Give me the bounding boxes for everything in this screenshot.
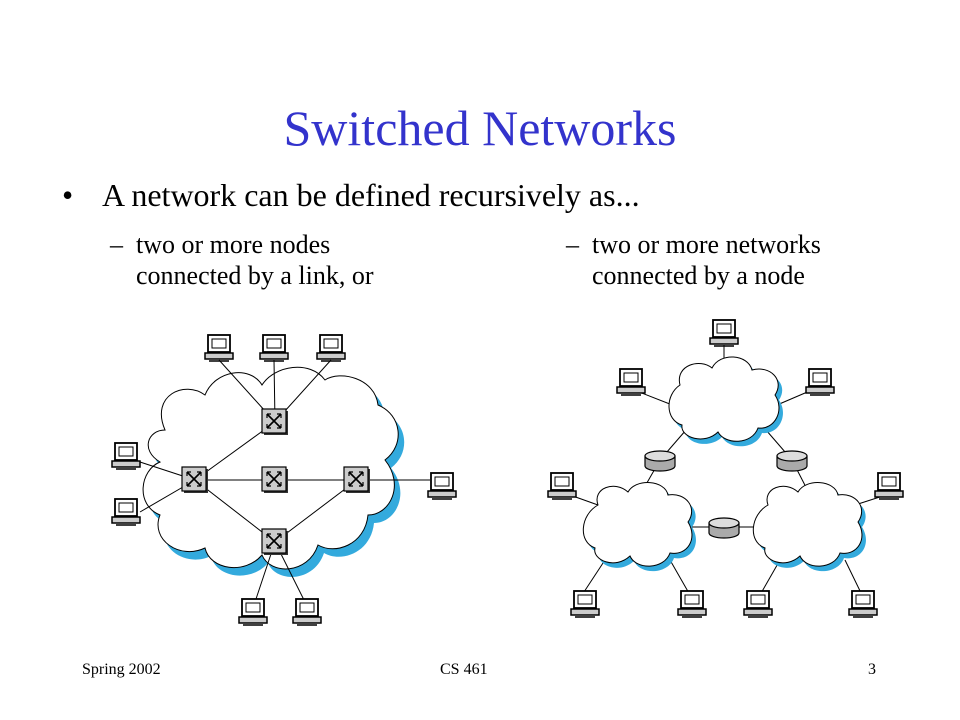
subpoint-line: connected by a node	[592, 261, 805, 290]
router-icon	[644, 450, 676, 472]
computer-icon	[570, 590, 600, 618]
bullet-marker: •	[62, 177, 74, 213]
slide-title: Switched Networks	[283, 100, 677, 156]
switch-icon	[343, 466, 371, 494]
router-icon	[708, 517, 740, 539]
computer-icon	[111, 442, 141, 470]
subpoint-line: connected by a link, or	[136, 261, 374, 290]
cloud-icon	[582, 482, 693, 567]
computer-icon	[111, 498, 141, 526]
switch-icon	[261, 528, 289, 556]
cloud-icon	[668, 356, 780, 442]
footer-page-number: 3	[868, 661, 876, 678]
footer-course: CS 461	[440, 661, 488, 678]
subpoint-dash: –	[566, 230, 579, 259]
computer-icon	[292, 598, 322, 626]
computer-icon	[204, 334, 234, 362]
computer-icon	[547, 472, 577, 500]
computer-icon	[874, 472, 904, 500]
computer-icon	[238, 598, 268, 626]
computer-icon	[805, 368, 835, 396]
right-network-diagram	[547, 319, 904, 618]
left-network-diagram	[111, 334, 457, 626]
computer-icon	[316, 334, 346, 362]
bullet-text: A network can be defined recursively as.…	[102, 177, 640, 213]
subpoint-dash: –	[110, 230, 123, 259]
computer-icon	[677, 590, 707, 618]
computer-icon	[259, 334, 289, 362]
cloud-icon	[752, 482, 863, 567]
computer-icon	[427, 472, 457, 500]
computer-icon	[743, 590, 773, 618]
subpoint-line: two or more networks	[592, 230, 821, 259]
switch-icon	[261, 466, 289, 494]
computer-icon	[616, 368, 646, 396]
footer-term: Spring 2002	[82, 661, 161, 678]
computer-icon	[709, 319, 739, 347]
router-icon	[776, 450, 808, 472]
subpoint-line: two or more nodes	[136, 230, 331, 259]
switch-icon	[181, 466, 209, 494]
computer-icon	[848, 590, 878, 618]
switch-icon	[261, 408, 289, 436]
